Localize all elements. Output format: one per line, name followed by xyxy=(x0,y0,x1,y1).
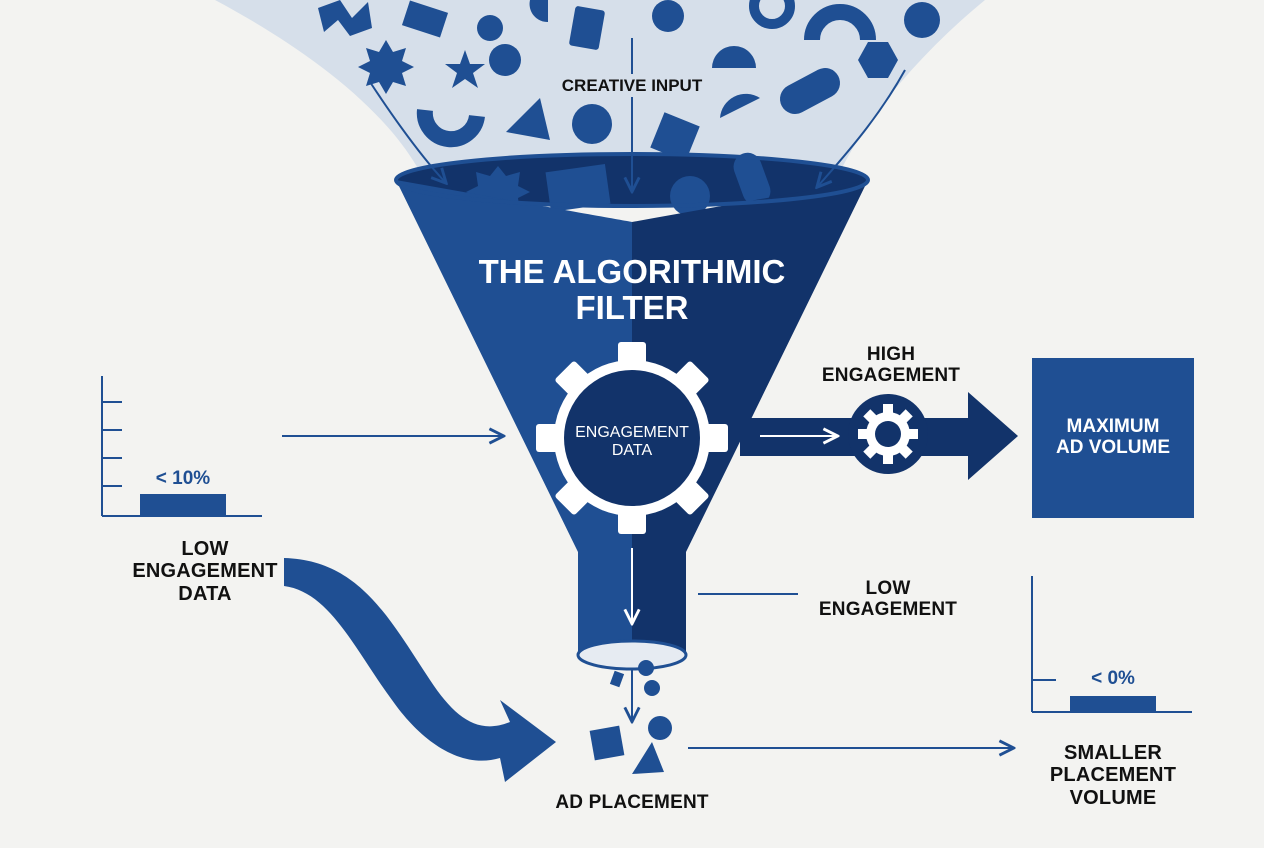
half-disc-shape xyxy=(712,46,756,68)
funnel-body-left xyxy=(396,180,632,655)
star-shape xyxy=(904,2,940,38)
smaller-placement-volume-line2: PLACEMENT xyxy=(1049,764,1177,787)
low-engagement-line2: ENGAGEMENT xyxy=(818,599,958,621)
high-engagement-line2: ENGAGEMENT xyxy=(821,365,961,387)
high-engagement-label: HIGH ENGAGEMENT xyxy=(806,344,976,387)
funnel-title: THE ALGORITHMIC FILTER xyxy=(432,254,832,325)
smaller-placement-volume-line1: SMALLER xyxy=(1063,742,1163,764)
gear-icon xyxy=(536,342,728,534)
engagement-data-line2: DATA xyxy=(611,441,653,459)
maximum-ad-volume-line2: AD VOLUME xyxy=(1056,437,1170,459)
ring-shape xyxy=(749,0,795,29)
funnel-spout-opening xyxy=(576,639,688,671)
burst-shape xyxy=(358,40,414,94)
low-engagement-data-line3: DATA xyxy=(178,582,232,605)
right-mini-chart xyxy=(1031,576,1192,713)
right-chart-bar xyxy=(1070,696,1156,712)
circle-shape xyxy=(477,15,503,41)
creative-shapes xyxy=(318,0,940,162)
low-engagement-data-line2: ENGAGEMENT xyxy=(132,560,278,583)
small-gear-icon xyxy=(848,394,928,474)
ad-placement-shapes xyxy=(589,660,672,774)
left-chart-value: < 10% xyxy=(155,468,211,489)
funnel-title-line2: FILTER xyxy=(575,288,689,326)
left-chart-bar xyxy=(140,494,226,516)
half-disc-shape xyxy=(529,0,548,23)
half-disc-shape xyxy=(720,93,760,118)
circle-shape xyxy=(572,104,612,144)
smaller-placement-volume-line3: VOLUME xyxy=(1069,786,1157,809)
square-shape xyxy=(545,164,611,212)
right-chart-value: < 0% xyxy=(1091,668,1135,689)
triangle-shape xyxy=(632,742,664,774)
funnel-body-right xyxy=(632,180,868,655)
arc-shape xyxy=(804,4,876,41)
pill-shape xyxy=(779,68,841,114)
engagement-data-label: ENGAGEMENT DATA xyxy=(552,424,712,460)
c-shape xyxy=(416,109,485,148)
low-engagement-data-line1: LOW xyxy=(181,538,229,560)
ad-placement-label: AD PLACEMENT xyxy=(555,792,709,813)
square-shape xyxy=(401,0,449,38)
high-engagement-line1: HIGH xyxy=(866,344,916,365)
engagement-data-line1: ENGAGEMENT xyxy=(575,424,689,441)
pill-shape xyxy=(569,6,605,50)
circle-shape xyxy=(489,44,521,76)
input-arrows xyxy=(369,38,906,190)
smaller-placement-volume-label: SMALLER PLACEMENT VOLUME xyxy=(1018,742,1208,809)
triangle-shape xyxy=(506,98,550,140)
square-shape xyxy=(650,112,700,162)
circle-shape xyxy=(652,0,684,32)
pill-shape xyxy=(733,152,771,206)
zigzag-shape xyxy=(318,0,372,36)
star-shape xyxy=(445,50,485,88)
funnel-title-line1: THE ALGORITHMIC xyxy=(478,253,786,290)
maximum-ad-volume-line1: MAXIMUM xyxy=(1066,416,1160,437)
low-engagement-line1: LOW xyxy=(865,578,911,599)
maximum-ad-volume-box xyxy=(1032,358,1194,518)
maximum-ad-volume-label: MAXIMUM AD VOLUME xyxy=(1032,416,1194,459)
low-engagement-label: LOW ENGAGEMENT xyxy=(808,578,968,621)
low-engagement-flow-arrow xyxy=(284,558,556,782)
input-arrow-right xyxy=(818,69,906,186)
creative-input-label: CREATIVE INPUT xyxy=(532,74,732,98)
low-engagement-data-label: LOW ENGAGEMENT DATA xyxy=(100,538,310,605)
input-arrow-left xyxy=(369,81,445,182)
square-shape xyxy=(589,725,625,761)
hexagon-shape xyxy=(858,42,898,78)
left-mini-chart xyxy=(101,376,262,517)
